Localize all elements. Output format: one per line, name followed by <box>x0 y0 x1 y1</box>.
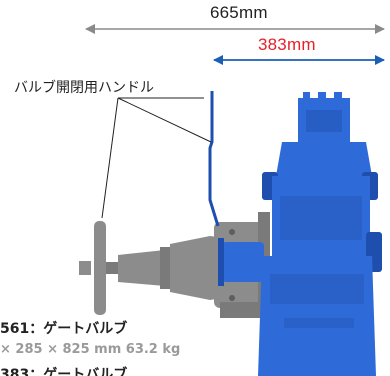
spec-title: 561：ゲートバルブ <box>0 321 128 337</box>
overall-dimension-label: 665mm <box>210 3 268 22</box>
handle-callout-label: バルブ開閉用ハンドル <box>14 80 154 96</box>
spec-dimensions: × 285 × 825 mm 63.2 kg <box>0 342 181 357</box>
handle-callout-leaders <box>101 97 212 219</box>
blue-gate-valve <box>208 91 382 376</box>
partial-dimension-label: 383mm <box>258 35 316 54</box>
spec-next-title: 383：ゲートバルブ <box>0 367 128 376</box>
